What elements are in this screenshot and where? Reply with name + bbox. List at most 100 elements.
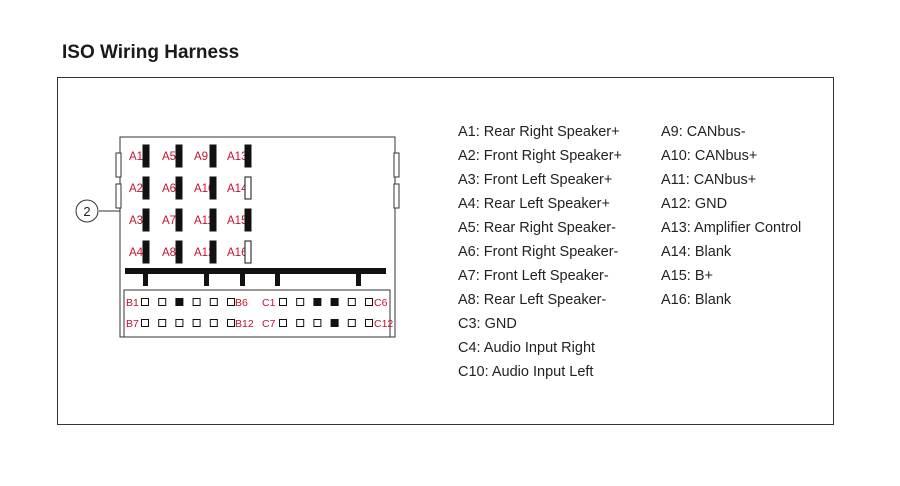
- divider-tick: [143, 274, 148, 286]
- b-pin: [227, 319, 235, 327]
- connector-outline: [119, 136, 396, 338]
- legend-item: A9: CANbus-: [661, 124, 746, 140]
- pin-label-b12: B12: [235, 318, 254, 330]
- legend-item: A1: Rear Right Speaker+: [458, 124, 620, 140]
- connector-body: [115, 136, 400, 338]
- connector-left-tab-top: [115, 152, 122, 178]
- pin-label-c12: C12: [374, 318, 393, 330]
- pin-a8: [175, 240, 183, 264]
- pin-label-a7: A7: [162, 215, 176, 227]
- pin-a2: [142, 176, 150, 200]
- c-pin: [347, 319, 356, 327]
- b-pin: [141, 298, 149, 306]
- c-pin: [313, 319, 322, 327]
- legend-item: C10: Audio Input Left: [458, 364, 594, 380]
- b-pin: [209, 319, 218, 327]
- pin-a9: [209, 144, 217, 168]
- connector-right-tab-top: [393, 152, 400, 178]
- c-pin: [296, 298, 305, 306]
- b-pin: [158, 319, 167, 327]
- legend-item: A8: Rear Left Speaker-: [458, 292, 607, 308]
- pin-label-a15: A15: [227, 215, 247, 227]
- pin-a15: [244, 208, 252, 232]
- c-pin: [313, 298, 322, 306]
- bc-block-outline: [123, 289, 391, 338]
- pin-label-c7: C7: [262, 318, 276, 330]
- pin-label-b6: B6: [235, 297, 248, 309]
- legend-item: C3: GND: [458, 316, 517, 332]
- c-pin: [365, 319, 373, 327]
- connector-left-tab-bottom: [115, 183, 122, 209]
- pin-a11: [209, 208, 217, 232]
- connector-right-tab-bottom: [393, 183, 400, 209]
- legend-item: A3: Front Left Speaker+: [458, 172, 613, 188]
- pin-a14: [244, 176, 252, 200]
- legend-item: A16: Blank: [661, 292, 732, 308]
- pin-a3: [142, 208, 150, 232]
- callout-circle: [75, 199, 99, 223]
- pin-a6: [175, 176, 183, 200]
- c-pin: [330, 319, 339, 327]
- c-pin: [296, 319, 305, 327]
- pin-label-a16: A16: [227, 247, 247, 259]
- pin-label-a12: A12: [194, 247, 214, 259]
- pin-label-b7: B7: [126, 318, 139, 330]
- divider-tick: [204, 274, 209, 286]
- b-pin: [175, 298, 184, 306]
- pin-label-a1: A1: [129, 151, 143, 163]
- pin-label-a11: A11: [194, 215, 214, 227]
- pin-a5: [175, 144, 183, 168]
- legend-item: A4: Rear Left Speaker+: [458, 196, 610, 212]
- pin-a12: [209, 240, 217, 264]
- divider-tick: [275, 274, 280, 286]
- pin-label-a5: A5: [162, 151, 176, 163]
- callout-number: 2: [83, 204, 90, 219]
- pin-a7: [175, 208, 183, 232]
- pin-label-c6: C6: [374, 297, 388, 309]
- legend-item: A10: CANbus+: [661, 148, 758, 164]
- legend-item: A15: B+: [661, 268, 713, 284]
- pin-label-b1: B1: [126, 297, 139, 309]
- b-pin: [158, 298, 167, 306]
- legend-item: C4: Audio Input Right: [458, 340, 596, 356]
- callout: 2: [75, 199, 120, 223]
- c-pin: [347, 298, 356, 306]
- pin-label-a8: A8: [162, 247, 176, 259]
- c-pin: [365, 298, 373, 306]
- pin-label-a2: A2: [129, 183, 143, 195]
- legend-item: A12: GND: [661, 196, 728, 212]
- pin-label-c1: C1: [262, 297, 276, 309]
- b-pin: [227, 298, 235, 306]
- divider-tick: [356, 274, 361, 286]
- legend-item: A14: Blank: [661, 244, 732, 260]
- legend-item: A13: Amplifier Control: [661, 220, 802, 236]
- c-pin: [279, 319, 287, 327]
- pin-label-a9: A9: [194, 151, 208, 163]
- legend-item: A2: Front Right Speaker+: [458, 148, 623, 164]
- pin-label-a13: A13: [227, 151, 247, 163]
- pin-a1: [142, 144, 150, 168]
- legend-item: A11: CANbus+: [661, 172, 757, 188]
- b-pin: [175, 319, 184, 327]
- pin-a16: [244, 240, 252, 264]
- legend-item: A7: Front Left Speaker-: [458, 268, 609, 284]
- legend-item: A6: Front Right Speaker-: [458, 244, 619, 260]
- b-pin: [192, 298, 201, 306]
- b-pin: [192, 319, 201, 327]
- pin-label-a14: A14: [227, 183, 248, 195]
- divider-tick: [240, 274, 245, 286]
- divider-bar: [125, 268, 386, 274]
- b-pin: [141, 319, 149, 327]
- legend-right-column: A9: CANbus- A10: CANbus+ A11: CANbus+ A12: …: [661, 120, 801, 312]
- legend-left-column: A1: Rear Right Speaker+ A2: Front Right S…: [458, 120, 622, 384]
- pin-a13: [244, 144, 252, 168]
- page-title: ISO Wiring Harness: [62, 42, 240, 63]
- c-pin: [330, 298, 339, 306]
- c-pin: [279, 298, 287, 306]
- legend-item: A5: Rear Right Speaker-: [458, 220, 616, 236]
- diagram-frame: [57, 77, 834, 425]
- pin-label-a6: A6: [162, 183, 176, 195]
